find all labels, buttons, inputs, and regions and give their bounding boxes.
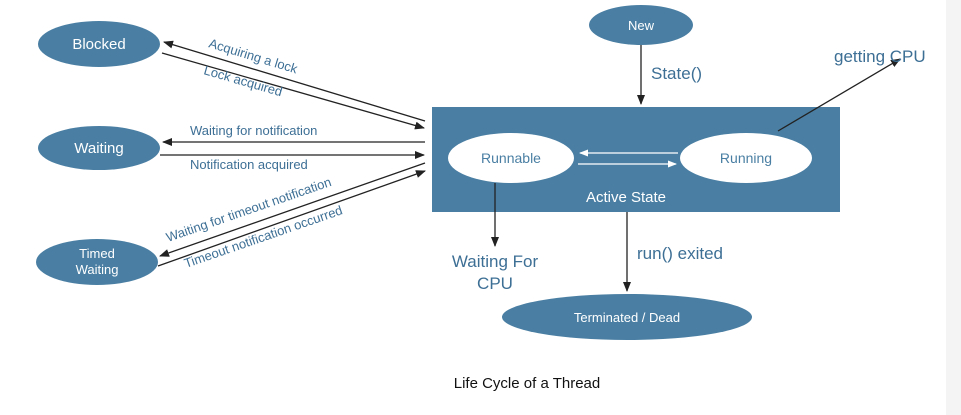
state-waiting-label: Waiting xyxy=(74,140,123,157)
label-state-call: State() xyxy=(651,64,702,83)
state-running xyxy=(680,133,812,183)
state-timed-waiting-line2: Waiting xyxy=(76,262,119,277)
label-timeout-occurred: Timeout notification occurred xyxy=(182,202,344,270)
state-blocked-label: Blocked xyxy=(72,36,125,53)
arrow-acquiring-lock xyxy=(163,40,426,122)
arrow-getting-cpu xyxy=(777,58,901,132)
state-blocked xyxy=(38,21,160,67)
state-terminated xyxy=(502,294,752,340)
state-runnable-label: Runnable xyxy=(481,150,541,166)
state-runnable xyxy=(448,133,574,183)
diagram-caption: Life Cycle of a Thread xyxy=(454,375,600,392)
label-run-exited: run() exited xyxy=(637,244,723,263)
state-running-label: Running xyxy=(720,150,772,166)
state-new xyxy=(589,5,693,45)
label-waiting-for-notification: Waiting for notification xyxy=(190,123,317,138)
label-notification-acquired: Notification acquired xyxy=(190,157,308,172)
state-terminated-label: Terminated / Dead xyxy=(574,310,680,325)
arrow-lock-acquired xyxy=(161,52,425,130)
state-timed-waiting xyxy=(36,239,158,285)
label-waiting-for-cpu-line2: CPU xyxy=(477,274,513,293)
arrow-timeout-occurred xyxy=(157,170,426,267)
arrow-waiting-for-timeout xyxy=(159,162,426,257)
active-state-label: Active State xyxy=(586,189,666,206)
state-new-label: New xyxy=(628,18,655,33)
state-waiting xyxy=(38,126,160,170)
page-edge xyxy=(946,0,961,415)
label-getting-cpu: getting CPU xyxy=(834,47,926,66)
label-waiting-for-cpu-line1: Waiting For xyxy=(452,252,539,271)
state-timed-waiting-line1: Timed xyxy=(79,246,115,261)
